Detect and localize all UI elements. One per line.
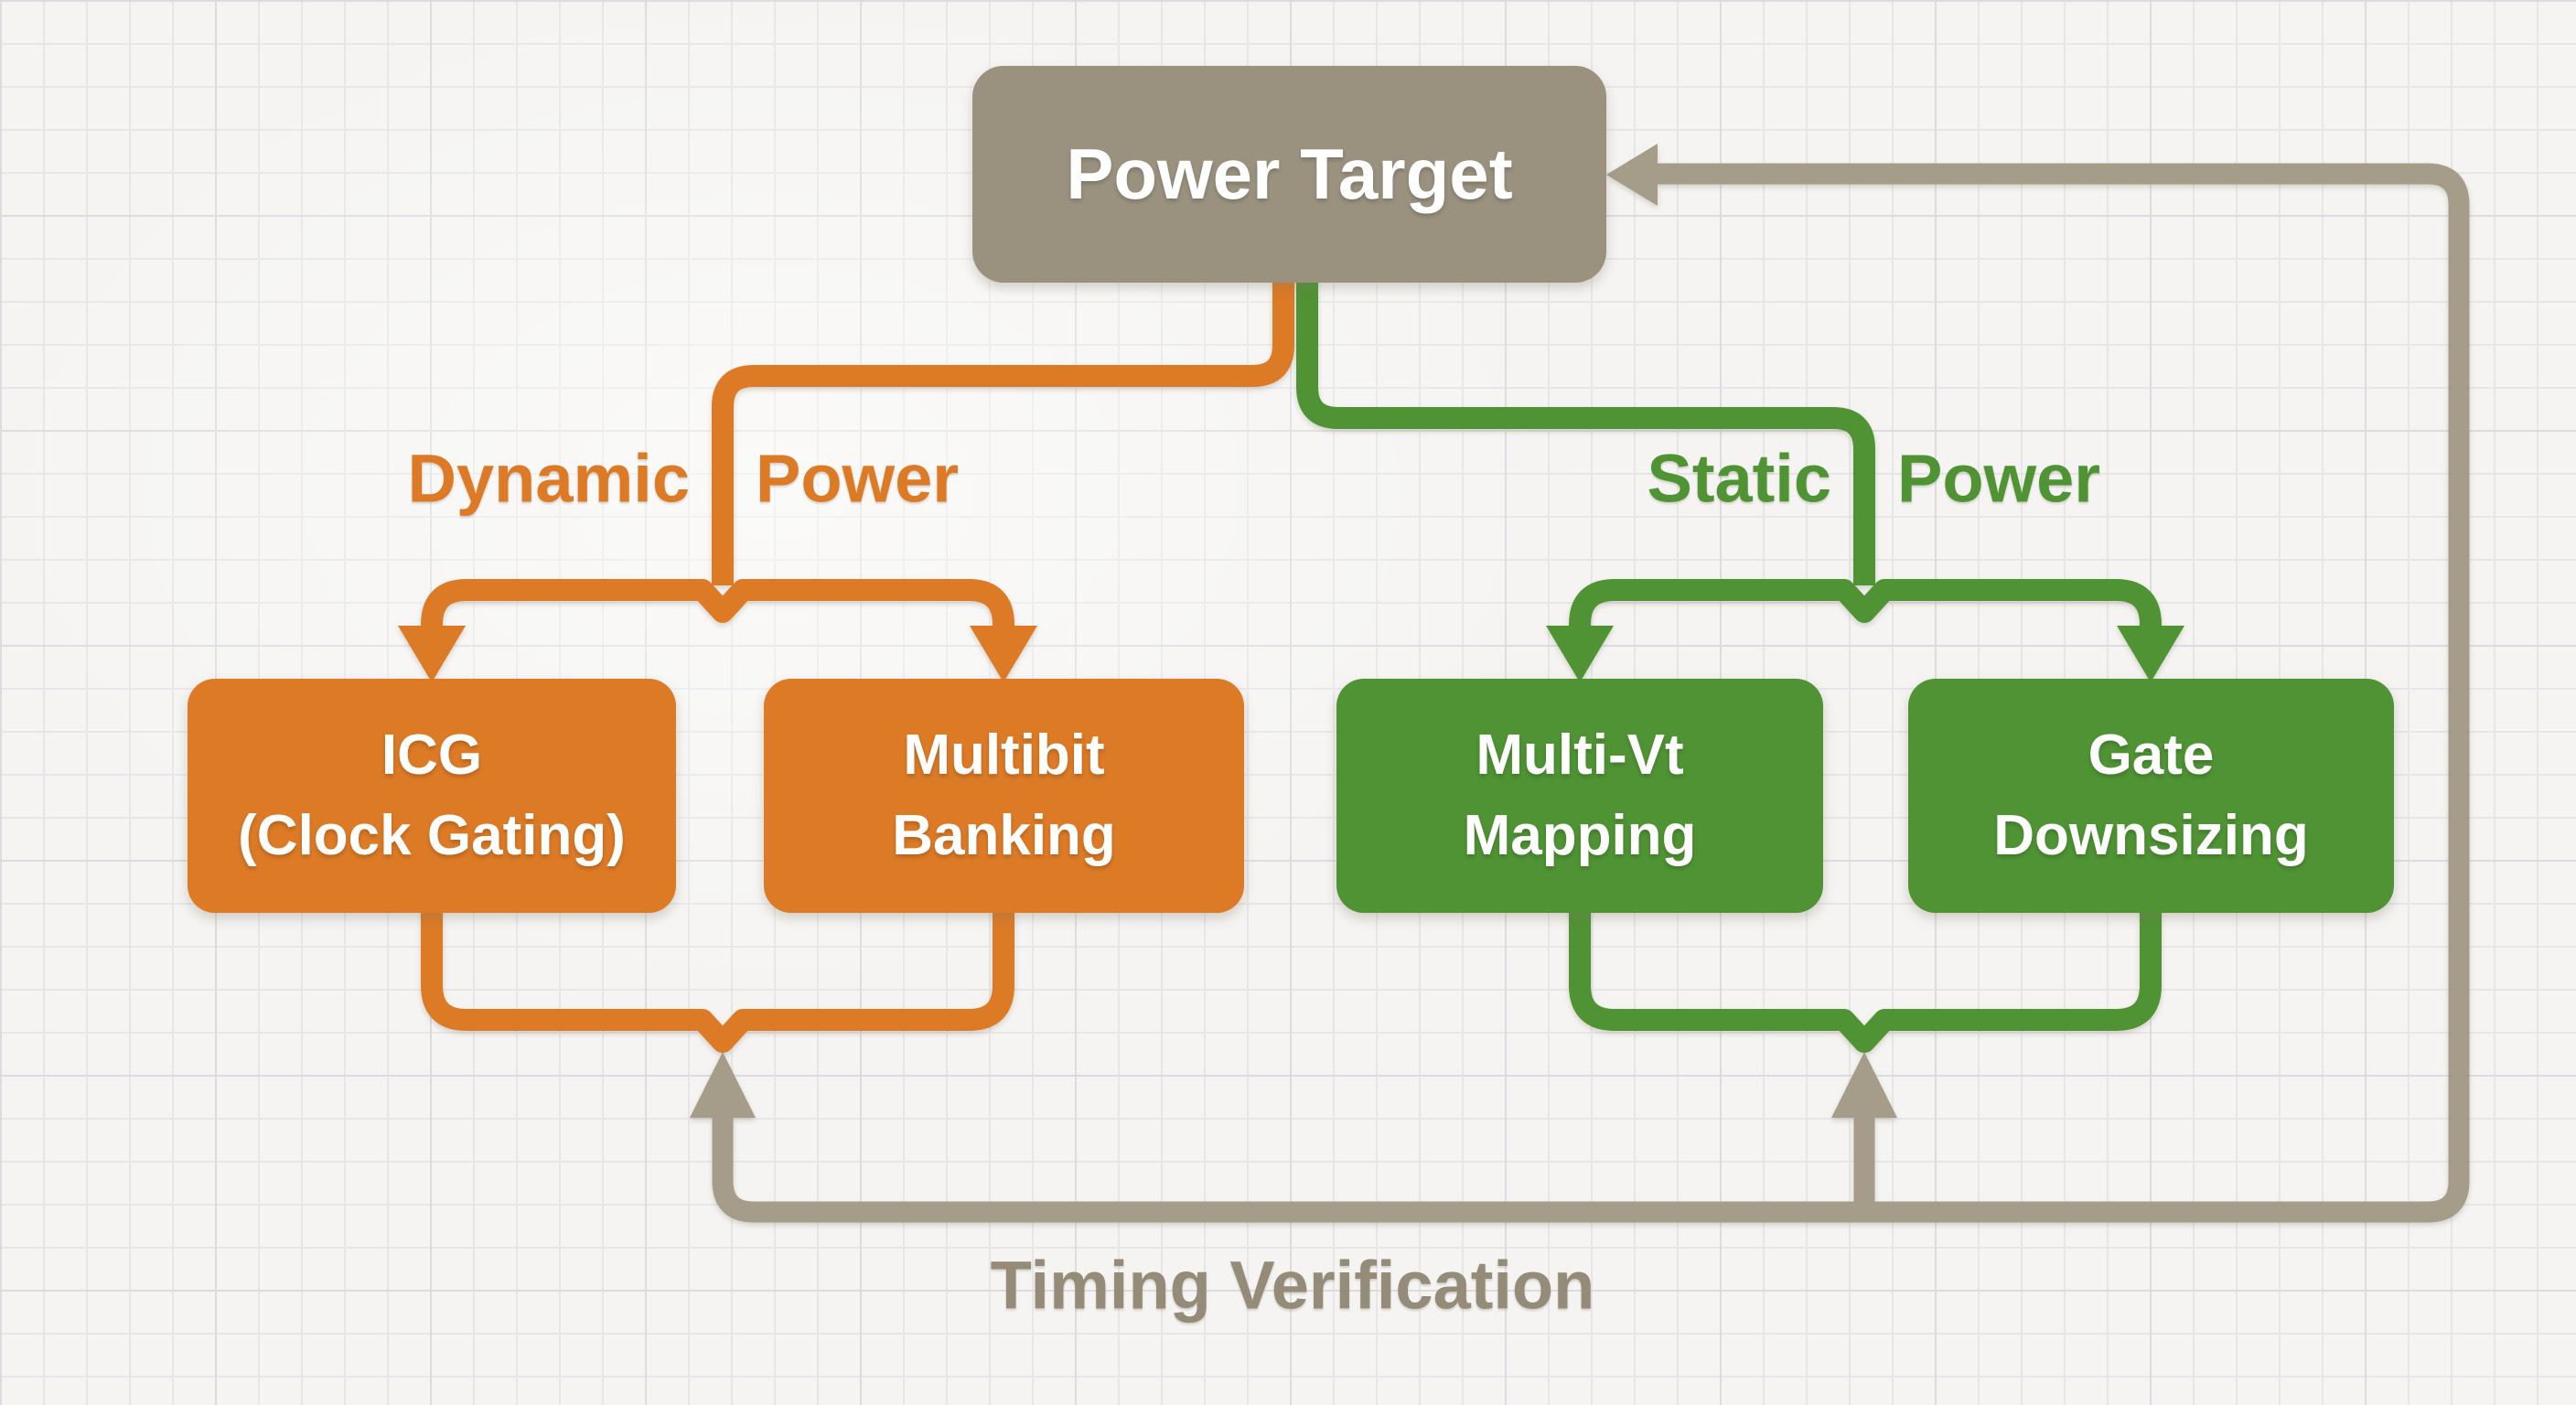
feedback-left-arrow-icon — [1606, 144, 1658, 206]
node-multibit-line1: Multibit — [903, 723, 1105, 787]
node-gate-downsizing: Gate Downsizing — [1908, 679, 2394, 913]
node-icg-line2: (Clock Gating) — [238, 804, 626, 867]
static-down-arrow-icon — [1546, 626, 1614, 682]
dynamic-down-arrow-icon — [398, 626, 466, 682]
feedback-up-arrow-icon — [1831, 1052, 1897, 1118]
node-gate-line2: Downsizing — [1993, 804, 2309, 867]
label-static-power-word: Power — [1897, 440, 2101, 517]
label-dynamic-word: Dynamic — [407, 440, 690, 517]
label-static-word: Static — [1647, 440, 1831, 517]
label-timing-verification: Timing Verification — [990, 1247, 1595, 1324]
static-join-line — [1569, 907, 2162, 1053]
dynamic-down-arrow-icon — [970, 626, 1037, 682]
node-multivt-line2: Mapping — [1463, 804, 1697, 867]
node-icg-line1: ICG — [381, 723, 483, 787]
static-down-arrow-icon — [2117, 626, 2184, 682]
dynamic-join-line — [421, 907, 1014, 1053]
node-multibit-banking: Multibit Banking — [764, 679, 1244, 913]
node-power-target: Power Target — [972, 66, 1606, 283]
node-multivt-line1: Multi-Vt — [1476, 723, 1684, 787]
node-multibit-line2: Banking — [892, 804, 1116, 867]
static-fork-line — [1569, 579, 2162, 640]
node-power-target-label: Power Target — [1066, 134, 1513, 215]
feedback-loop-line — [712, 163, 2470, 1223]
node-icg: ICG (Clock Gating) — [188, 679, 676, 913]
node-multi-vt-mapping: Multi-Vt Mapping — [1336, 679, 1823, 913]
node-gate-line1: Gate — [2088, 723, 2215, 787]
static-trunk-line — [1296, 273, 1875, 585]
label-dynamic-power-word: Power — [756, 440, 960, 517]
dynamic-trunk-line — [712, 273, 1294, 585]
feedback-up-arrow-icon — [690, 1052, 756, 1118]
dynamic-fork-line — [421, 579, 1014, 640]
